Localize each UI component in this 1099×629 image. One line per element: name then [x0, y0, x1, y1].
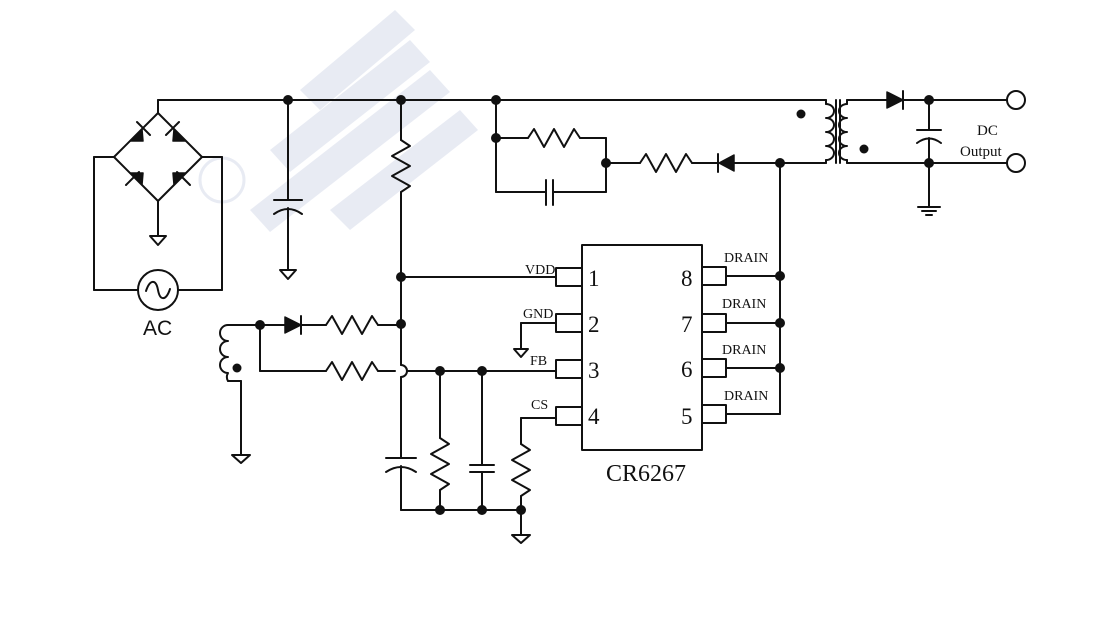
- junction-dot: [924, 158, 934, 168]
- ground-symbol: [149, 235, 167, 246]
- junction-dot: [775, 158, 785, 168]
- startup-resistor: [391, 99, 411, 459]
- aux-rectifier-path: [259, 315, 402, 335]
- aux-winding: [219, 324, 261, 456]
- output-stage: [846, 90, 1026, 216]
- ac-source: [93, 156, 223, 311]
- polarity-dot: [859, 144, 869, 154]
- watermark-logo: [198, 10, 478, 232]
- dc-output-label-line1: DC: [977, 123, 998, 139]
- feedback-path: [259, 324, 557, 536]
- junction-dot: [491, 133, 501, 143]
- pin-number-3: 3: [588, 358, 600, 383]
- pin-name-drain-7: DRAIN: [722, 297, 766, 312]
- pin-number-5: 5: [681, 404, 693, 429]
- junction-dot: [435, 505, 445, 515]
- junction-dot: [477, 366, 487, 376]
- junction-dot: [775, 318, 785, 328]
- drain-net: [725, 162, 781, 415]
- pin-number-8: 8: [681, 266, 693, 291]
- chip-name: CR6267: [606, 461, 686, 487]
- ac-label: AC: [143, 317, 172, 340]
- pin-number-4: 4: [588, 404, 600, 429]
- junction-dots: [255, 95, 934, 515]
- vdd-capacitor: [385, 457, 417, 511]
- junction-dot: [775, 271, 785, 281]
- pin-name-drain-5: DRAIN: [724, 389, 768, 404]
- pin-name-gnd: GND: [523, 307, 553, 322]
- junction-dot: [396, 272, 406, 282]
- junction-dot: [477, 505, 487, 515]
- junction-dot: [283, 95, 293, 105]
- pin-name-vdd: VDD: [525, 263, 555, 278]
- junction-dot: [924, 95, 934, 105]
- pin-number-1: 1: [588, 266, 600, 291]
- rcd-snubber: [495, 99, 781, 206]
- ground-symbol: [279, 269, 297, 280]
- junction-dot: [775, 363, 785, 373]
- pin-number-6: 6: [681, 357, 693, 382]
- polarity-dot: [232, 363, 242, 373]
- chip-cr6267: [555, 244, 727, 451]
- pin-name-drain-8: DRAIN: [724, 251, 768, 266]
- junction-dot: [435, 366, 445, 376]
- junction-dot: [491, 95, 501, 105]
- pin-name-drain-6: DRAIN: [722, 343, 766, 358]
- bulk-capacitor: [273, 99, 303, 271]
- junction-dot: [255, 320, 265, 330]
- pin-number-7: 7: [681, 312, 693, 337]
- gnd-wire: [513, 322, 557, 358]
- pin-name-fb: FB: [530, 354, 547, 369]
- bridge-rectifier: [113, 99, 203, 237]
- polarity-dot: [796, 109, 806, 119]
- ground-symbol: [511, 534, 531, 544]
- junction-dot: [516, 505, 526, 515]
- pin-number-2: 2: [588, 312, 600, 337]
- flyback-transformer: [779, 99, 848, 164]
- dc-output-label-line2: Output: [960, 144, 1003, 160]
- ground-symbol: [231, 454, 251, 464]
- junction-dot: [396, 95, 406, 105]
- junction-dot: [396, 319, 406, 329]
- junction-dot: [601, 158, 611, 168]
- pin-name-cs: CS: [531, 398, 548, 413]
